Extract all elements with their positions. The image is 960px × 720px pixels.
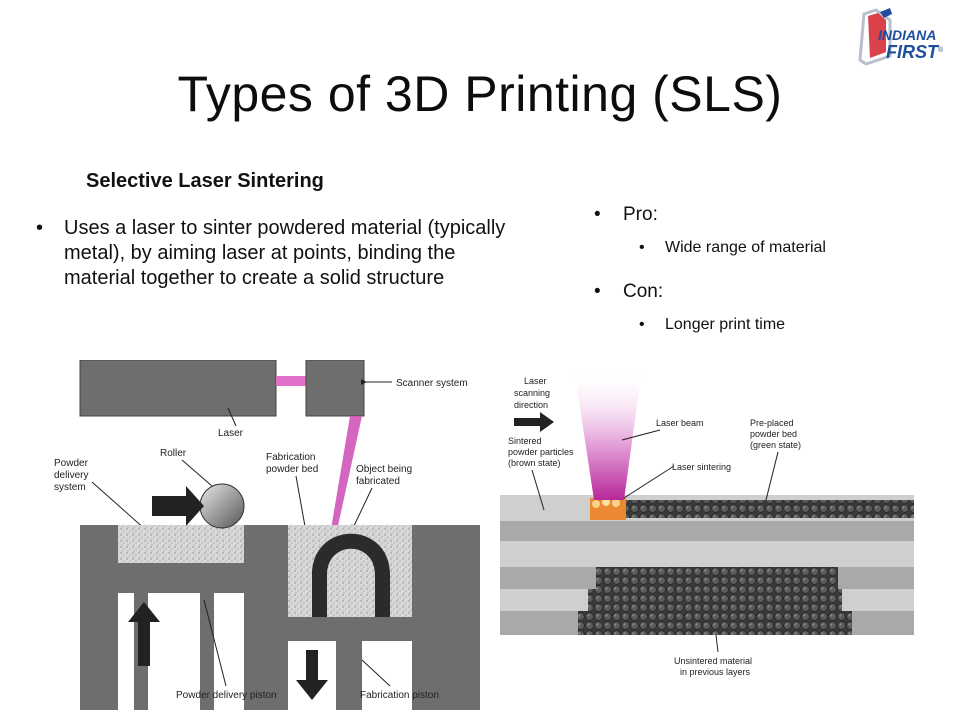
indiana-first-logo-graphic: INDIANA FIRST ® bbox=[858, 8, 944, 66]
label-direction-2: scanning bbox=[514, 388, 550, 398]
logo-registered-mark: ® bbox=[938, 46, 944, 54]
sls-diagram-svg: Scanner system Laser Roller Fabrication … bbox=[54, 359, 914, 710]
pro-heading: Pro: bbox=[594, 200, 944, 230]
label-object-2: fabricated bbox=[356, 476, 400, 487]
label-laser: Laser bbox=[218, 428, 244, 439]
beam-pointer bbox=[621, 429, 661, 441]
label-powder-1: Powder bbox=[54, 458, 89, 469]
description-list: Uses a laser to sinter powdered material… bbox=[36, 216, 516, 291]
laser-pointer bbox=[227, 407, 237, 427]
label-preplaced-2: powder bed bbox=[750, 429, 797, 439]
left-wall bbox=[80, 525, 118, 710]
logo-text-first: FIRST bbox=[886, 42, 940, 62]
sintered-pointer bbox=[531, 469, 545, 511]
laser-unit bbox=[79, 359, 277, 417]
sls-diagram: Scanner system Laser Roller Fabrication … bbox=[0, 359, 960, 720]
label-fab-bed-2: powder bed bbox=[266, 464, 318, 475]
right-wall bbox=[412, 525, 480, 710]
preplaced-powder bbox=[626, 500, 914, 518]
label-direction-3: direction bbox=[514, 400, 548, 410]
label-sintered-2: powder particles bbox=[508, 447, 574, 457]
indiana-first-logo: INDIANA FIRST ® bbox=[856, 6, 952, 68]
layer-3 bbox=[500, 541, 914, 567]
logo-text-indiana: INDIANA bbox=[878, 27, 936, 43]
up-arrow bbox=[128, 602, 160, 666]
label-powder-2: delivery bbox=[54, 470, 88, 481]
label-preplaced-1: Pre-placed bbox=[750, 418, 794, 428]
laser-link bbox=[276, 376, 306, 386]
delivery-rod-right bbox=[200, 593, 214, 710]
laser-beam-left bbox=[330, 416, 362, 535]
roller bbox=[199, 483, 245, 529]
down-arrow bbox=[296, 650, 328, 700]
pros-cons-list: Pro: Wide range of material Con: Longer … bbox=[594, 200, 944, 354]
label-scanner: Scanner system bbox=[396, 378, 468, 389]
roller-direction-arrow bbox=[152, 486, 204, 526]
scanner-unit bbox=[305, 359, 365, 417]
fab-piston-head bbox=[288, 617, 412, 641]
fab-rod bbox=[336, 641, 362, 710]
middle-wall bbox=[244, 525, 288, 710]
preplaced-pointer bbox=[765, 451, 779, 501]
pro-item: Wide range of material bbox=[594, 237, 944, 259]
delivery-piston-pointer bbox=[203, 599, 227, 687]
label-roller: Roller bbox=[160, 448, 187, 459]
label-delivery-piston: Powder delivery piston bbox=[176, 690, 277, 701]
fab-bed-pointer bbox=[295, 475, 309, 533]
sinter-particle bbox=[612, 499, 620, 507]
label-sintered-1: Sintered bbox=[508, 436, 542, 446]
right-diagram: Laser scanning direction Laser beam Pre-… bbox=[500, 368, 914, 677]
label-laser-beam: Laser beam bbox=[656, 418, 704, 428]
label-powder-3: system bbox=[54, 482, 86, 493]
con-item: Longer print time bbox=[594, 314, 944, 336]
label-direction-1: Laser bbox=[524, 376, 547, 386]
label-fab-bed-1: Fabrication bbox=[266, 452, 315, 463]
sinter-particle bbox=[592, 500, 600, 508]
label-unsintered-1: Unsintered material bbox=[674, 656, 752, 666]
fab-piston-pointer bbox=[361, 659, 391, 687]
slide-subtitle: Selective Laser Sintering bbox=[86, 170, 324, 192]
con-heading: Con: bbox=[594, 277, 944, 307]
label-unsintered-2: in previous layers bbox=[680, 667, 751, 677]
unsintered-material bbox=[578, 567, 852, 635]
delivery-powder bbox=[118, 525, 244, 563]
sintering-pointer bbox=[623, 465, 675, 499]
description-bullet: Uses a laser to sinter powdered material… bbox=[36, 216, 516, 291]
label-laser-sintering: Laser sintering bbox=[672, 462, 731, 472]
label-object-1: Object being bbox=[356, 464, 412, 475]
object-pointer bbox=[351, 487, 373, 531]
delivery-piston-head bbox=[118, 563, 244, 593]
slide-title: Types of 3D Printing (SLS) bbox=[177, 66, 783, 122]
fabricated-object bbox=[312, 533, 390, 617]
roller-pointer bbox=[181, 459, 213, 487]
left-diagram: Scanner system Laser Roller Fabrication … bbox=[54, 359, 480, 710]
label-sintered-3: (brown state) bbox=[508, 458, 561, 468]
laser-beam-right bbox=[574, 368, 642, 500]
scan-direction-arrow bbox=[514, 412, 554, 432]
label-fab-piston: Fabrication piston bbox=[360, 690, 439, 701]
powder-pointer bbox=[91, 481, 147, 531]
layer-2 bbox=[500, 521, 914, 541]
unsintered-pointer bbox=[715, 634, 719, 653]
label-preplaced-3: (green state) bbox=[750, 440, 801, 450]
